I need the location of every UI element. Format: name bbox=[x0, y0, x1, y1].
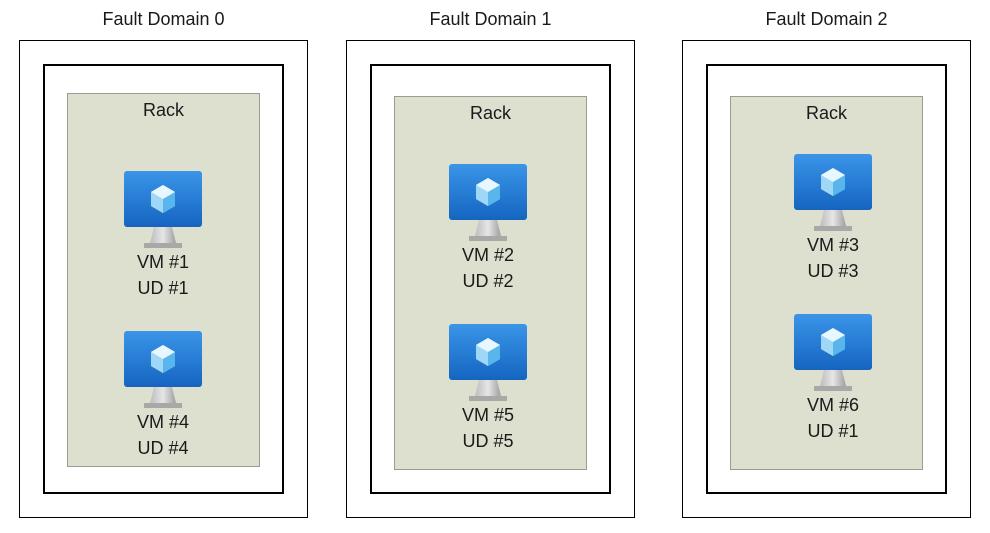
virtual-machine: VM #3 UD #3 bbox=[773, 154, 893, 284]
rack: Rack bbox=[67, 93, 260, 467]
virtual-machine-icon bbox=[124, 171, 202, 249]
fault-domain-title: Fault Domain 2 bbox=[765, 9, 888, 29]
fault-domain-title: Fault Domain 1 bbox=[429, 9, 552, 29]
virtual-machine-icon bbox=[794, 154, 872, 232]
fault-domain-title: Fault Domain 0 bbox=[102, 9, 225, 29]
vm-name: VM #2 bbox=[461, 245, 515, 265]
update-domain-label: UD #5 bbox=[462, 431, 514, 451]
virtual-machine-icon bbox=[449, 164, 527, 242]
rack: Rack bbox=[394, 96, 587, 470]
virtual-machine: VM #5 UD #5 bbox=[428, 324, 548, 454]
virtual-machine: VM #6 UD #1 bbox=[773, 314, 893, 444]
update-domain-label: UD #1 bbox=[807, 421, 859, 441]
rack-label: Rack bbox=[142, 100, 184, 120]
update-domain-label: UD #4 bbox=[137, 438, 189, 458]
update-domain-label: UD #3 bbox=[807, 261, 859, 281]
vm-name: VM #5 bbox=[461, 405, 515, 425]
virtual-machine: VM #4 UD #4 bbox=[103, 331, 223, 461]
update-domain-label: UD #1 bbox=[137, 278, 189, 298]
virtual-machine-icon bbox=[124, 331, 202, 409]
rack-label: Rack bbox=[805, 103, 847, 123]
vm-name: VM #3 bbox=[806, 235, 860, 255]
virtual-machine-icon bbox=[449, 324, 527, 402]
update-domain-label: UD #2 bbox=[462, 271, 514, 291]
rack-label: Rack bbox=[469, 103, 511, 123]
virtual-machine: VM #2 UD #2 bbox=[428, 164, 548, 294]
vm-name: VM #6 bbox=[806, 395, 860, 415]
vm-name: VM #1 bbox=[136, 252, 190, 272]
virtual-machine: VM #1 UD #1 bbox=[103, 171, 223, 301]
virtual-machine-icon bbox=[794, 314, 872, 392]
vm-name: VM #4 bbox=[136, 412, 190, 432]
